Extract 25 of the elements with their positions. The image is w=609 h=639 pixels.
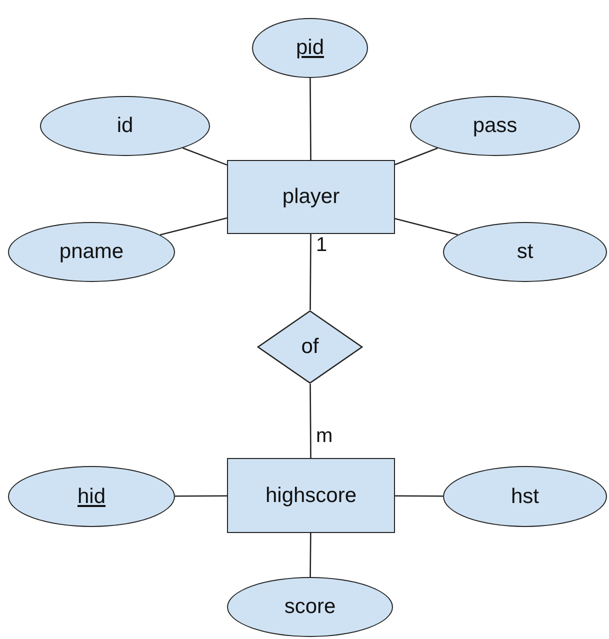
node-label: hid (77, 484, 106, 508)
connector-line (310, 78, 312, 160)
node-label: hst (510, 484, 539, 508)
node-label: pid (296, 36, 324, 60)
connector-line (394, 148, 438, 166)
cardinality-label: 1 (316, 234, 328, 257)
node-label: pname (59, 240, 124, 264)
connector-line (160, 217, 228, 236)
node-label: highscore (265, 484, 357, 508)
connector-line (310, 384, 312, 458)
node-label: st (516, 240, 534, 264)
node-label: score (284, 595, 336, 619)
node-label: id (116, 114, 134, 138)
connector-line (394, 218, 458, 236)
connector-line (175, 495, 227, 497)
node-label: player (282, 185, 340, 209)
node-label: pass (472, 114, 518, 138)
entity-box (227, 160, 395, 234)
cardinality-label: m (316, 425, 333, 448)
connector-line (395, 495, 443, 497)
connector-line (310, 234, 312, 310)
connector-line (182, 147, 228, 166)
node-label: of (301, 335, 319, 359)
connector-line (310, 533, 312, 577)
entity-box (227, 458, 395, 533)
